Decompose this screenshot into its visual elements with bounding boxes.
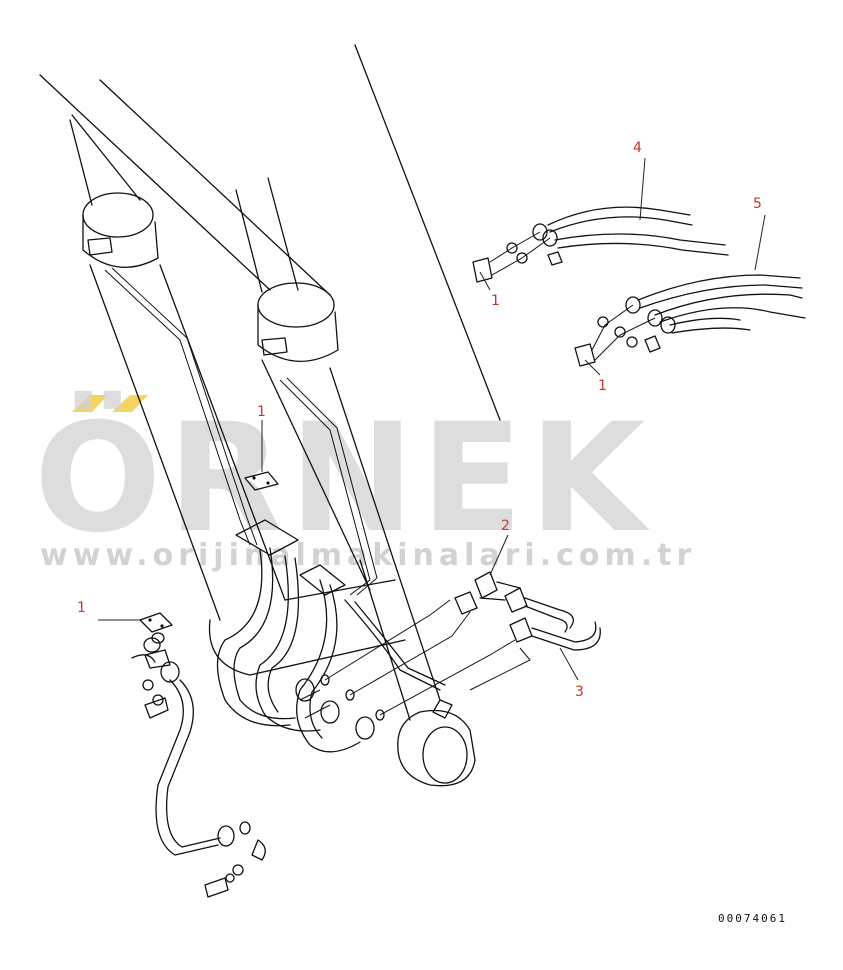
left-hose-assembly (131, 637, 266, 898)
watermark: ÖRNEK www.orijinalmakinalari.com.tr (34, 390, 696, 573)
callout-3: 3 (575, 684, 584, 700)
watermark-accent-left (72, 395, 108, 412)
boom-tubes (104, 267, 446, 753)
callout-1-hose5: 1 (598, 378, 607, 394)
callout-leaders (98, 157, 766, 681)
drawing-code: 00074061 (718, 912, 787, 925)
callout-4: 4 (633, 140, 642, 156)
watermark-brand: ÖRNEK (34, 390, 651, 566)
callout-2: 2 (501, 518, 510, 534)
watermark-url: www.orijinalmakinalari.com.tr (40, 538, 696, 573)
hose-set-5 (574, 274, 806, 367)
clamp-plate-upper (244, 471, 279, 491)
boom-assembly (39, 44, 501, 787)
clamp-plate-left (139, 612, 173, 644)
callout-5: 5 (753, 196, 762, 212)
callout-1-left: 1 (77, 600, 86, 616)
hose-set-4 (472, 206, 729, 283)
right-tube-assembly (324, 571, 601, 716)
callout-1-upper: 1 (257, 404, 266, 420)
callout-1-hose4: 1 (491, 293, 500, 309)
